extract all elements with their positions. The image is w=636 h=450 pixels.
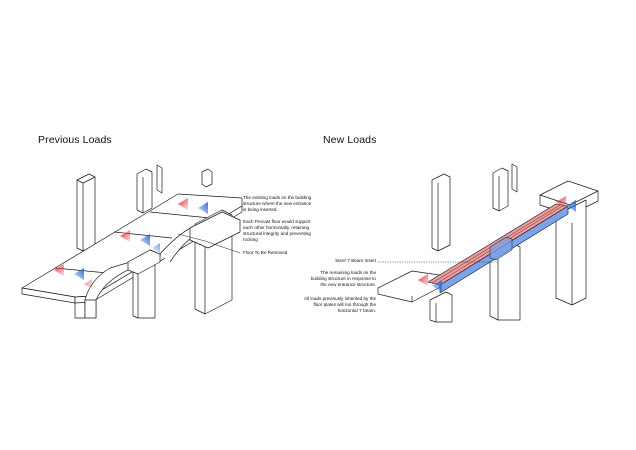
- note-loads-inherited: All loads previously inherited by the fl…: [303, 296, 376, 313]
- note-precast-floor: Each Precast floor would support each ot…: [243, 219, 311, 242]
- pier-middle-right: [489, 242, 521, 321]
- new-structure: [377, 163, 599, 323]
- note-floor-removed: Floor To Be Removed: [243, 250, 288, 255]
- column-back-3: [156, 164, 163, 194]
- column-back-5: [431, 173, 451, 252]
- column-back-4: [201, 168, 213, 188]
- leader-floor: [177, 233, 241, 254]
- arch-left: [74, 261, 133, 319]
- column-back-6: [492, 167, 509, 212]
- load-arrows-new: [418, 196, 576, 292]
- column-back-7: [511, 163, 518, 193]
- new-loads-title: New Loads: [323, 134, 377, 146]
- note-steel-beam: Steel 'I' Beam Insert: [335, 258, 376, 263]
- column-back-1: [76, 173, 96, 252]
- remaining-slab: [377, 270, 453, 323]
- pier-end-right: [539, 180, 599, 306]
- pier-right: [159, 209, 241, 315]
- previous-structure: [21, 164, 243, 319]
- note-existing-loads: The existing loads on the building struc…: [243, 195, 312, 212]
- pier-middle: [127, 249, 161, 319]
- column-back-2: [136, 168, 153, 214]
- load-arrows-previous: [54, 198, 208, 289]
- previous-loads-title: Previous Loads: [38, 134, 112, 146]
- note-remaining-loads: The remaining loads on the building stru…: [310, 270, 376, 287]
- steel-i-beam: [427, 203, 569, 294]
